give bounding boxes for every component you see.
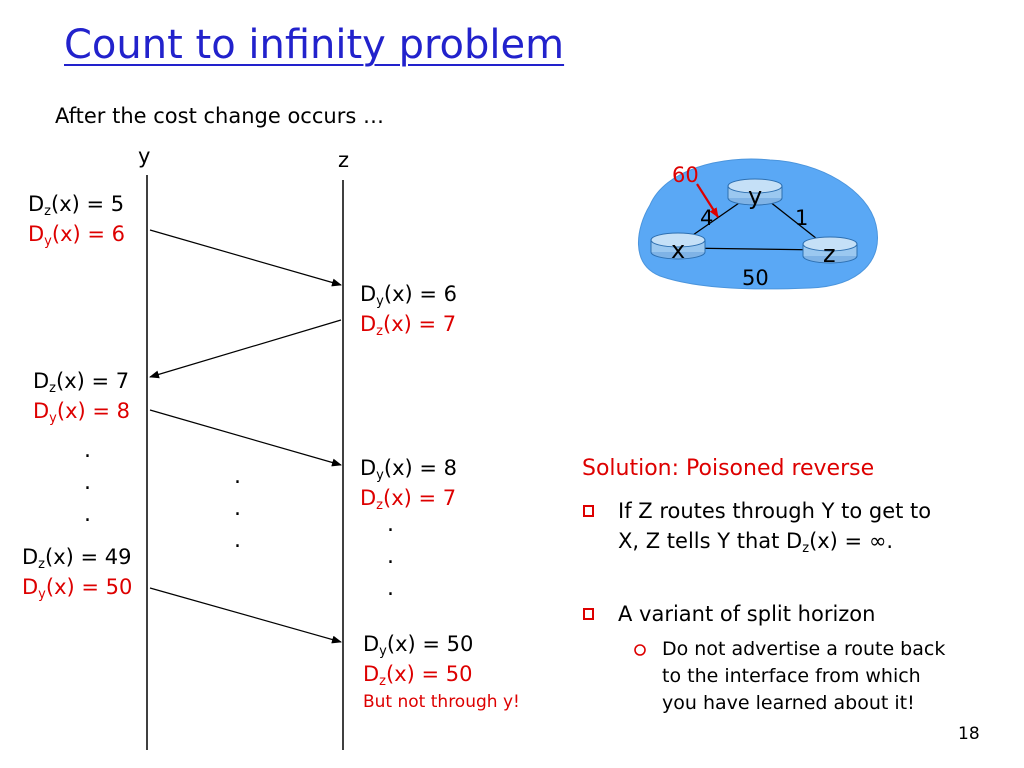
sub-bullet-line-1: Do not advertise a route back bbox=[662, 638, 946, 660]
z-dot-2: . bbox=[387, 544, 394, 569]
mid-dot-1: . bbox=[234, 464, 241, 489]
z-column-label: z bbox=[338, 148, 350, 172]
node-label-z: z bbox=[823, 240, 836, 268]
y-eq-2a: Dz(x) = 7 bbox=[33, 369, 130, 396]
bullet-circle bbox=[634, 644, 646, 656]
z-eq-3b: Dz(x) = 50 bbox=[363, 662, 473, 689]
y-eq-3a: Dz(x) = 49 bbox=[22, 545, 132, 572]
z-note: But not through y! bbox=[363, 692, 520, 712]
arrow-z-to-y-1 bbox=[149, 319, 342, 379]
sub-bullet-line-3: you have learned about it! bbox=[662, 692, 915, 714]
page-number: 18 bbox=[958, 724, 980, 744]
y-eq-3b: Dy(x) = 50 bbox=[22, 575, 133, 602]
y-dot-3: . bbox=[84, 502, 91, 527]
bullet-square-1 bbox=[583, 505, 594, 517]
cost-x-y-label: 4 bbox=[700, 206, 713, 230]
bullet-2: A variant of split horizon bbox=[618, 602, 876, 626]
solution-title: Solution: Poisoned reverse bbox=[582, 456, 875, 481]
z-dot-3: . bbox=[387, 576, 394, 601]
router-z bbox=[802, 236, 858, 264]
cost-x-z-label: 50 bbox=[742, 266, 769, 290]
z-eq-1a: Dy(x) = 6 bbox=[360, 282, 457, 309]
router-x bbox=[650, 232, 706, 260]
y-eq-1a: Dz(x) = 5 bbox=[28, 192, 125, 219]
changed-cost-arrow bbox=[696, 183, 719, 218]
mid-dot-2: . bbox=[234, 496, 241, 521]
bullet-square-2 bbox=[583, 608, 594, 620]
node-label-y: y bbox=[748, 182, 762, 210]
mid-dot-3: . bbox=[234, 528, 241, 553]
z-eq-1b: Dz(x) = 7 bbox=[360, 312, 457, 339]
z-eq-3a: Dy(x) = 50 bbox=[363, 632, 474, 659]
z-dot-1: . bbox=[387, 512, 394, 537]
y-dot-1: . bbox=[84, 438, 91, 463]
y-dot-2: . bbox=[84, 470, 91, 495]
router-y bbox=[727, 178, 783, 206]
slide-title: Count to infinity problem bbox=[64, 22, 565, 68]
z-eq-2b: Dz(x) = 7 bbox=[360, 486, 457, 513]
z-eq-2a: Dy(x) = 8 bbox=[360, 456, 457, 483]
slide-subtitle: After the cost change occurs … bbox=[55, 104, 384, 128]
arrow-y-to-z-1 bbox=[149, 229, 342, 287]
bullet-1-line-1: If Z routes through Y to get to bbox=[618, 499, 932, 523]
y-eq-2b: Dy(x) = 8 bbox=[33, 399, 130, 426]
arrow-y-to-z-2 bbox=[149, 409, 342, 467]
bullet-1-line-2: X, Z tells Y that Dz(x) = ∞. bbox=[618, 529, 893, 556]
y-column-label: y bbox=[138, 144, 151, 168]
cost-changed-label: 60 bbox=[672, 163, 699, 187]
cost-y-z-label: 1 bbox=[795, 206, 808, 230]
sub-bullet-line-2: to the interface from which bbox=[662, 665, 921, 687]
link-x-z bbox=[681, 247, 827, 251]
y-eq-1b: Dy(x) = 6 bbox=[28, 222, 125, 249]
node-label-x: x bbox=[671, 236, 685, 264]
arrow-y-to-z-3 bbox=[149, 587, 342, 644]
